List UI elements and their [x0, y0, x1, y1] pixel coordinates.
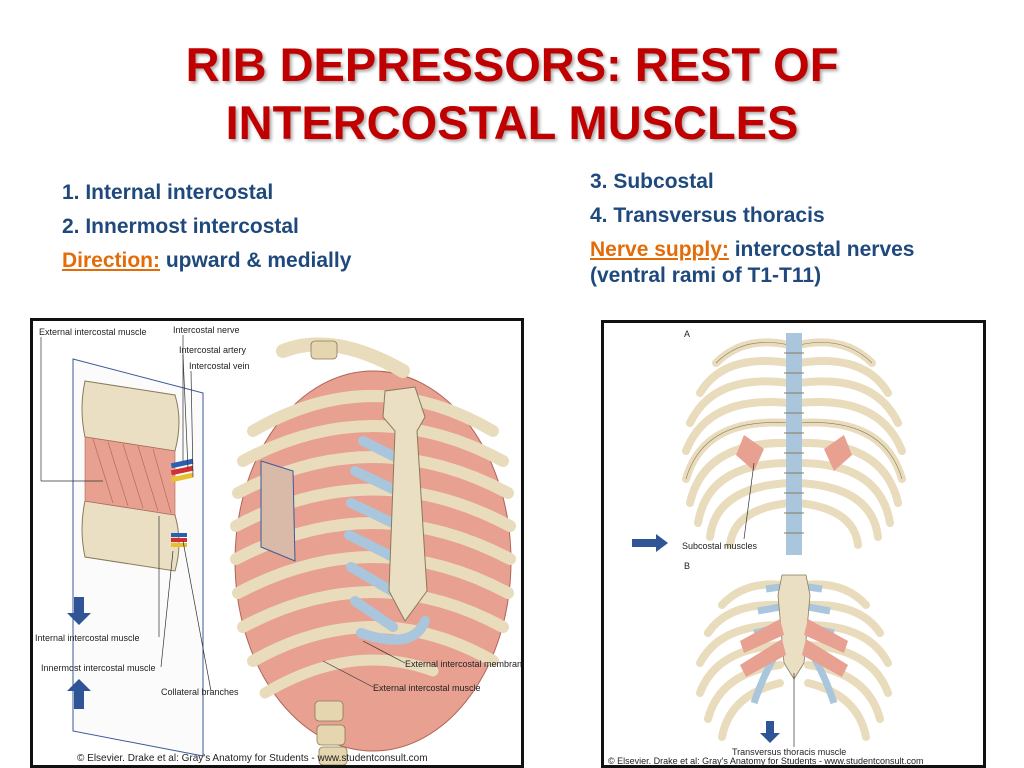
direction-label: Direction: [62, 249, 161, 272]
subcostal-leader [743, 462, 755, 540]
list-item-subcostal: 3. Subcostal [590, 170, 714, 193]
sternum [382, 386, 428, 622]
arrow-right-icon [632, 534, 668, 552]
list-item-transversus-thoracis: 4. Transversus thoracis [590, 204, 825, 227]
slide-title: RIB DEPRESSORS: REST OF INTERCOSTAL MUSC… [0, 36, 1024, 152]
subcostal-muscle-left [736, 435, 764, 471]
arrow-up-icon [67, 679, 91, 709]
label-panel-a: A [684, 329, 690, 339]
direction-line: Direction: upward & medially [62, 244, 351, 278]
nerve-supply-line: Nerve supply: intercostal nerves [590, 237, 1010, 263]
label-intercostal-vein: Intercostal vein [189, 361, 250, 371]
collateral-artery-shape [171, 538, 187, 542]
inset-intercostal-muscle [84, 436, 176, 516]
posterior-spine [786, 333, 802, 555]
left-list: 1. Internal intercostal 2. Innermost int… [62, 176, 351, 278]
transversus-muscle-left-2 [740, 639, 786, 677]
credit-left: © Elsevier. Drake et al: Gray's Anatomy … [77, 753, 428, 764]
leader-lines [40, 335, 406, 692]
label-internal-intercostal-muscle: Internal intercostal muscle [35, 633, 140, 643]
subcostal-figure: A Subcostal muscles [608, 329, 923, 765]
label-external-intercostal-muscle: External intercostal muscle [39, 327, 147, 337]
label-panel-b: B [684, 561, 690, 571]
label-collateral-branches: Collateral branches [161, 687, 239, 697]
clavicle [276, 337, 410, 378]
intercostal-figure-panel: External intercostal muscle Intercostal … [30, 318, 524, 768]
anterior-sternum [777, 574, 811, 680]
transversus-muscle-right-1 [804, 619, 848, 653]
collateral-nerve-shape [171, 543, 187, 547]
vertebral-column [310, 340, 348, 765]
label-innermost-intercostal-muscle: Innermost intercostal muscle [41, 663, 156, 673]
credit-right: © Elsevier. Drake et al: Gray's Anatomy … [608, 756, 923, 765]
nerve-supply-label: Nerve supply: [590, 238, 729, 261]
transversus-muscle-left-1 [740, 619, 784, 653]
title-line-2: INTERCOSTAL MUSCLES [225, 96, 799, 149]
collateral-vein-shape [171, 533, 187, 537]
nerve-supply-value: intercostal nerves [728, 238, 915, 261]
arrow-down-icon [67, 597, 91, 625]
right-list: 3. Subcostal 4. Transversus thoracis Ner… [590, 165, 1010, 289]
title-line-1: RIB DEPRESSORS: REST OF [185, 38, 839, 91]
arrow-down-small-icon [760, 721, 780, 743]
subcostal-figure-panel: A Subcostal muscles [601, 320, 986, 768]
direction-value: upward & medially [160, 249, 352, 272]
rib-cage-lateral [230, 337, 516, 765]
nerve-supply-value-2: (ventral rami of T1-T11) [590, 264, 822, 287]
transversus-muscle-right-2 [802, 639, 848, 677]
dissection-window [260, 460, 296, 562]
inset-muscle-fibers [92, 438, 172, 514]
label-transversus-thoracis-muscle: Transversus thoracis muscle [732, 747, 846, 757]
list-item-innermost-intercostal: 2. Innermost intercostal [62, 215, 299, 238]
posterior-rib-outlines [685, 342, 903, 480]
intercostal-nerve-shape [170, 472, 194, 483]
label-external-intercostal-membrane: External intercostal membrane [405, 659, 521, 669]
inset-lower-rib [81, 500, 180, 572]
subcostal-muscle-right [824, 435, 852, 471]
list-item-internal-intercostal: 1. Internal intercostal [62, 181, 274, 204]
intercostal-figure: External intercostal muscle Intercostal … [35, 325, 521, 765]
label-external-intercostal-muscle-2: External intercostal muscle [373, 683, 481, 693]
label-subcostal-muscles: Subcostal muscles [682, 541, 758, 551]
vertebrae-lines [784, 352, 804, 534]
label-intercostal-nerve: Intercostal nerve [173, 325, 240, 335]
label-intercostal-artery: Intercostal artery [179, 345, 247, 355]
